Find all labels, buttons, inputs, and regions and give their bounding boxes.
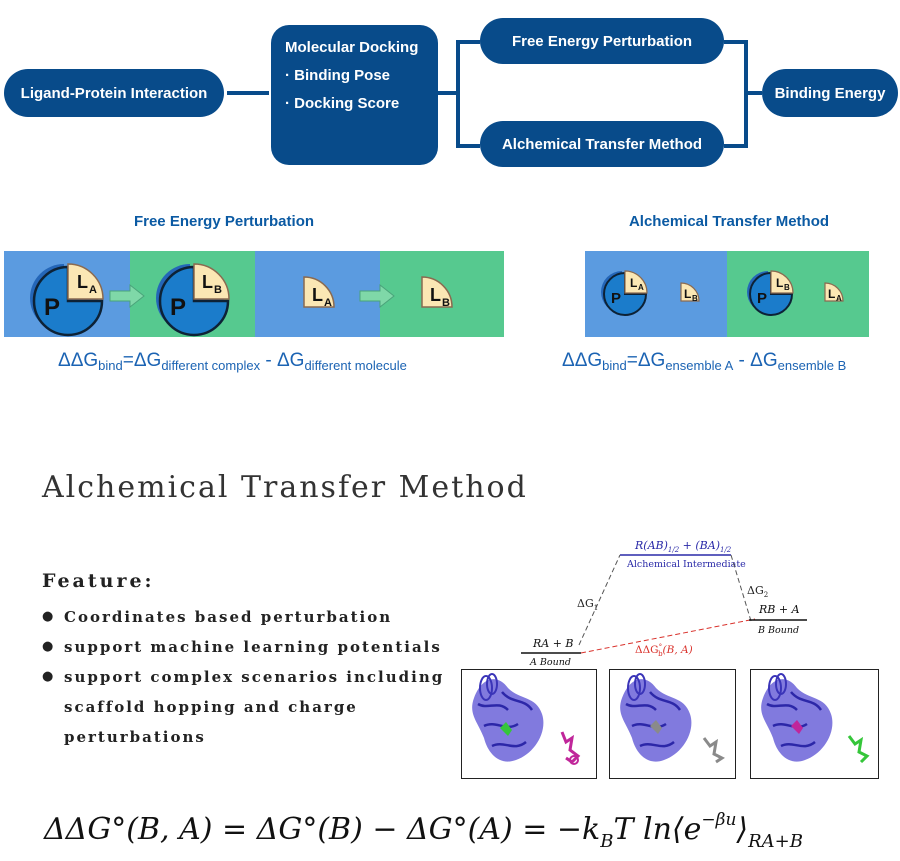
feature-item: support machine learning potentials — [42, 632, 452, 662]
svg-text:P: P — [611, 290, 621, 307]
feature-list: Coordinates based perturbation support m… — [42, 602, 452, 752]
label-l: L — [77, 272, 88, 292]
svg-text:L: L — [776, 276, 783, 290]
complex-a: P L A — [30, 263, 104, 337]
docking-item-score: · Docking Score — [285, 95, 400, 112]
svg-text:A: A — [638, 283, 644, 292]
svg-text:L: L — [630, 276, 637, 290]
atm-panel-title: Alchemical Transfer Method — [628, 213, 830, 230]
label-l-sub: A — [89, 284, 97, 296]
ligand-protein-interaction-box: Ligand-Protein Interaction — [4, 69, 224, 117]
feature-item: Coordinates based perturbation — [42, 602, 452, 632]
snapshot-bound-a — [461, 669, 597, 779]
docking-item-pose: · Binding Pose — [285, 67, 390, 84]
svg-text:B: B — [442, 297, 450, 309]
arrow-1 — [109, 283, 145, 309]
atm-complex-b: P L B — [747, 270, 794, 316]
docking-title: Molecular Docking — [285, 39, 419, 56]
svg-text:L: L — [828, 287, 835, 301]
atm-box: Alchemical Transfer Method — [480, 121, 724, 167]
svg-text:A: A — [324, 297, 332, 309]
energy-diagram: R(AB)1/2 + (BA)1/2 Alchemical Intermedia… — [459, 533, 883, 667]
ligand-shape — [67, 263, 104, 300]
protein-shape — [32, 265, 104, 337]
bracket-right-stub — [746, 91, 762, 95]
atm-complex-a: P L A — [601, 270, 648, 316]
snapshot-intermediate — [609, 669, 736, 779]
path-ddg — [580, 618, 756, 654]
bracket-right — [724, 40, 748, 148]
svg-text:A: A — [836, 294, 842, 303]
right-caption: B Bound — [757, 625, 799, 636]
dg1-label: ΔG1 — [577, 597, 598, 612]
svg-text:B: B — [692, 294, 698, 303]
fep-panel-title: Free Energy Perturbation — [133, 213, 315, 230]
svg-text:L: L — [684, 287, 691, 301]
right-label: RB + A — [758, 603, 800, 616]
fep-box: Free Energy Perturbation — [480, 18, 724, 64]
ddg-label: ΔΔG°b(B, A) — [635, 643, 693, 658]
top-caption: Alchemical Intermediate — [626, 559, 746, 570]
snapshot-bound-b — [750, 669, 879, 779]
svg-text:P: P — [757, 290, 767, 307]
atm-formula: ΔΔG°(B, A) = ΔG°(B) − ΔG°(A) = −kBT ln⟨e… — [44, 810, 803, 852]
ligand-b-free: L B — [421, 276, 453, 309]
feature-item: support complex scenarios including scaf… — [42, 662, 452, 752]
complex-b: P L B — [156, 263, 230, 337]
label-p: P — [44, 294, 60, 321]
atm-illustration: P L A L B P L B L A — [585, 251, 869, 337]
path-2 — [730, 554, 752, 622]
left-caption: A Bound — [529, 657, 571, 667]
fep-illustration: P L A P L B L A L B — [4, 251, 504, 337]
svg-text:B: B — [784, 283, 790, 292]
svg-text:L: L — [430, 285, 441, 305]
bracket-left — [456, 40, 480, 148]
binding-energy-box: Binding Energy — [762, 69, 898, 117]
svg-text:L: L — [202, 272, 213, 292]
feature-title: Feature: — [42, 570, 155, 592]
fep-equation: ΔΔGbind=ΔGdifferent complex - ΔGdifferen… — [58, 350, 407, 373]
svg-text:B: B — [214, 284, 222, 296]
left-label: RA + B — [532, 637, 574, 650]
atm-equation: ΔΔGbind=ΔGensemble A - ΔGensemble B — [562, 350, 847, 373]
atm-ligand-b-free: L B — [680, 282, 700, 303]
dg2-label: ΔG2 — [747, 584, 768, 599]
arrow-2 — [359, 283, 395, 309]
svg-text:P: P — [170, 294, 186, 321]
connector-line — [227, 91, 269, 95]
bracket-left-stub — [438, 91, 458, 95]
top-label: R(AB)1/2 + (BA)1/2 — [634, 539, 732, 554]
section-heading: Alchemical Transfer Method — [42, 470, 528, 505]
ligand-a-free: L A — [303, 276, 335, 309]
svg-text:L: L — [312, 285, 323, 305]
path-1 — [578, 554, 621, 646]
molecular-docking-box: Molecular Docking · Binding Pose · Docki… — [271, 25, 438, 165]
atm-ligand-a-free: L A — [824, 282, 844, 303]
